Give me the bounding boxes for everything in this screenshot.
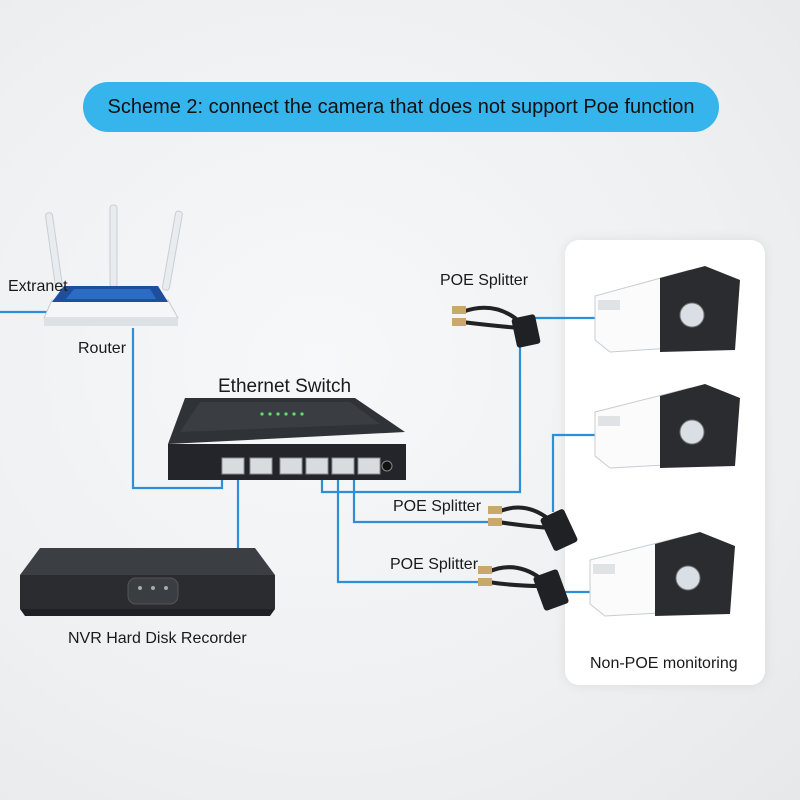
router-antenna bbox=[45, 212, 64, 291]
poe-splitter-2 bbox=[488, 505, 578, 551]
poe-splitter-3 bbox=[478, 565, 569, 611]
switch-status-leds bbox=[260, 412, 304, 416]
nvr-recorder bbox=[20, 548, 275, 616]
non-poe-monitoring-label: Non-POE monitoring bbox=[590, 655, 738, 672]
poe-splitter-1 bbox=[452, 305, 541, 348]
camera-2 bbox=[594, 384, 740, 469]
ethernet-switch-label: Ethernet Switch bbox=[218, 376, 352, 397]
switch-ports bbox=[221, 457, 381, 475]
router bbox=[43, 204, 183, 326]
camera-3 bbox=[589, 532, 735, 617]
router-label: Router bbox=[78, 340, 127, 357]
poe-splitter-2-label: POE Splitter bbox=[393, 498, 482, 515]
extranet-label: Extranet bbox=[8, 278, 68, 295]
scheme-title-text: Scheme 2: connect the camera that does n… bbox=[107, 95, 695, 118]
splitter2-cable bbox=[352, 472, 490, 524]
nvr-label: NVR Hard Disk Recorder bbox=[68, 630, 247, 647]
splitter3-cable bbox=[336, 472, 482, 584]
router-antenna bbox=[109, 204, 118, 288]
scheme-title: Scheme 2: connect the camera that does n… bbox=[83, 82, 719, 132]
power-port bbox=[381, 460, 393, 472]
poe-splitter-1-label: POE Splitter bbox=[440, 272, 529, 289]
poe-splitter-3-label: POE Splitter bbox=[390, 556, 479, 573]
ethernet-switch bbox=[168, 398, 406, 480]
camera-1 bbox=[594, 266, 740, 353]
router-antenna bbox=[162, 210, 183, 291]
